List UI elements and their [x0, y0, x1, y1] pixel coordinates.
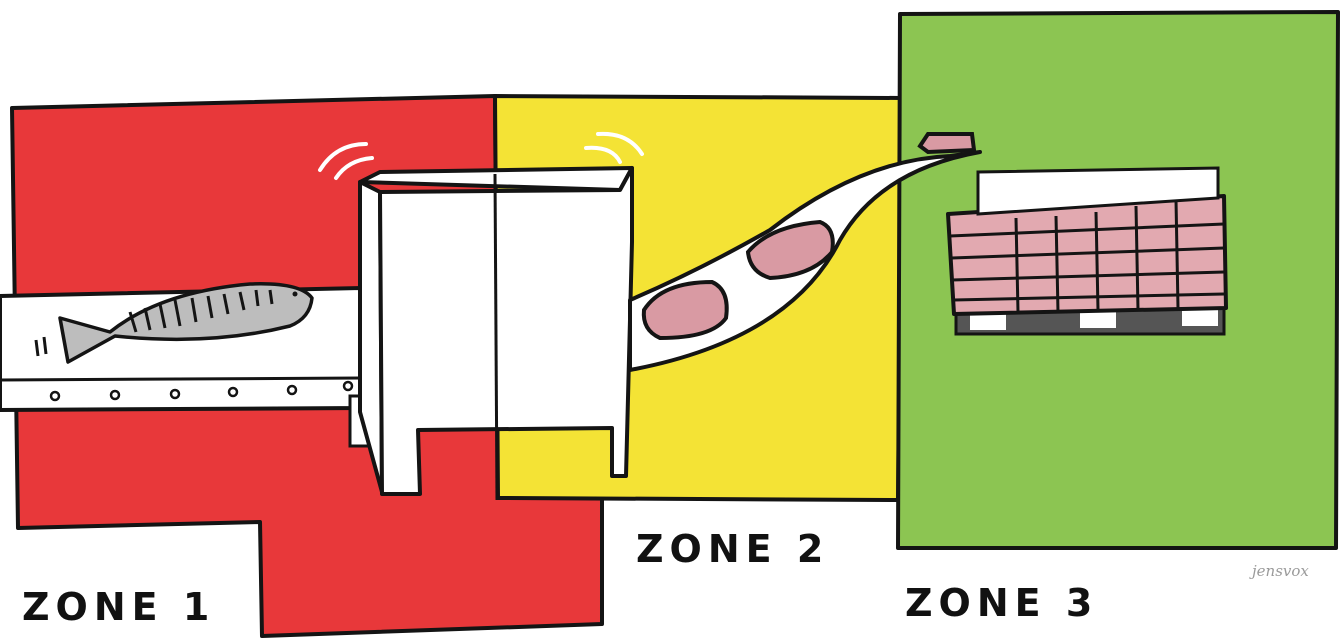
- pallet-icon: [948, 168, 1226, 334]
- zone2-label: ZONE 2: [636, 527, 829, 571]
- artist-signature: jensvox: [1252, 562, 1309, 580]
- zone1-label: ZONE 1: [22, 585, 215, 629]
- zone3-label: ZONE 3: [905, 581, 1098, 625]
